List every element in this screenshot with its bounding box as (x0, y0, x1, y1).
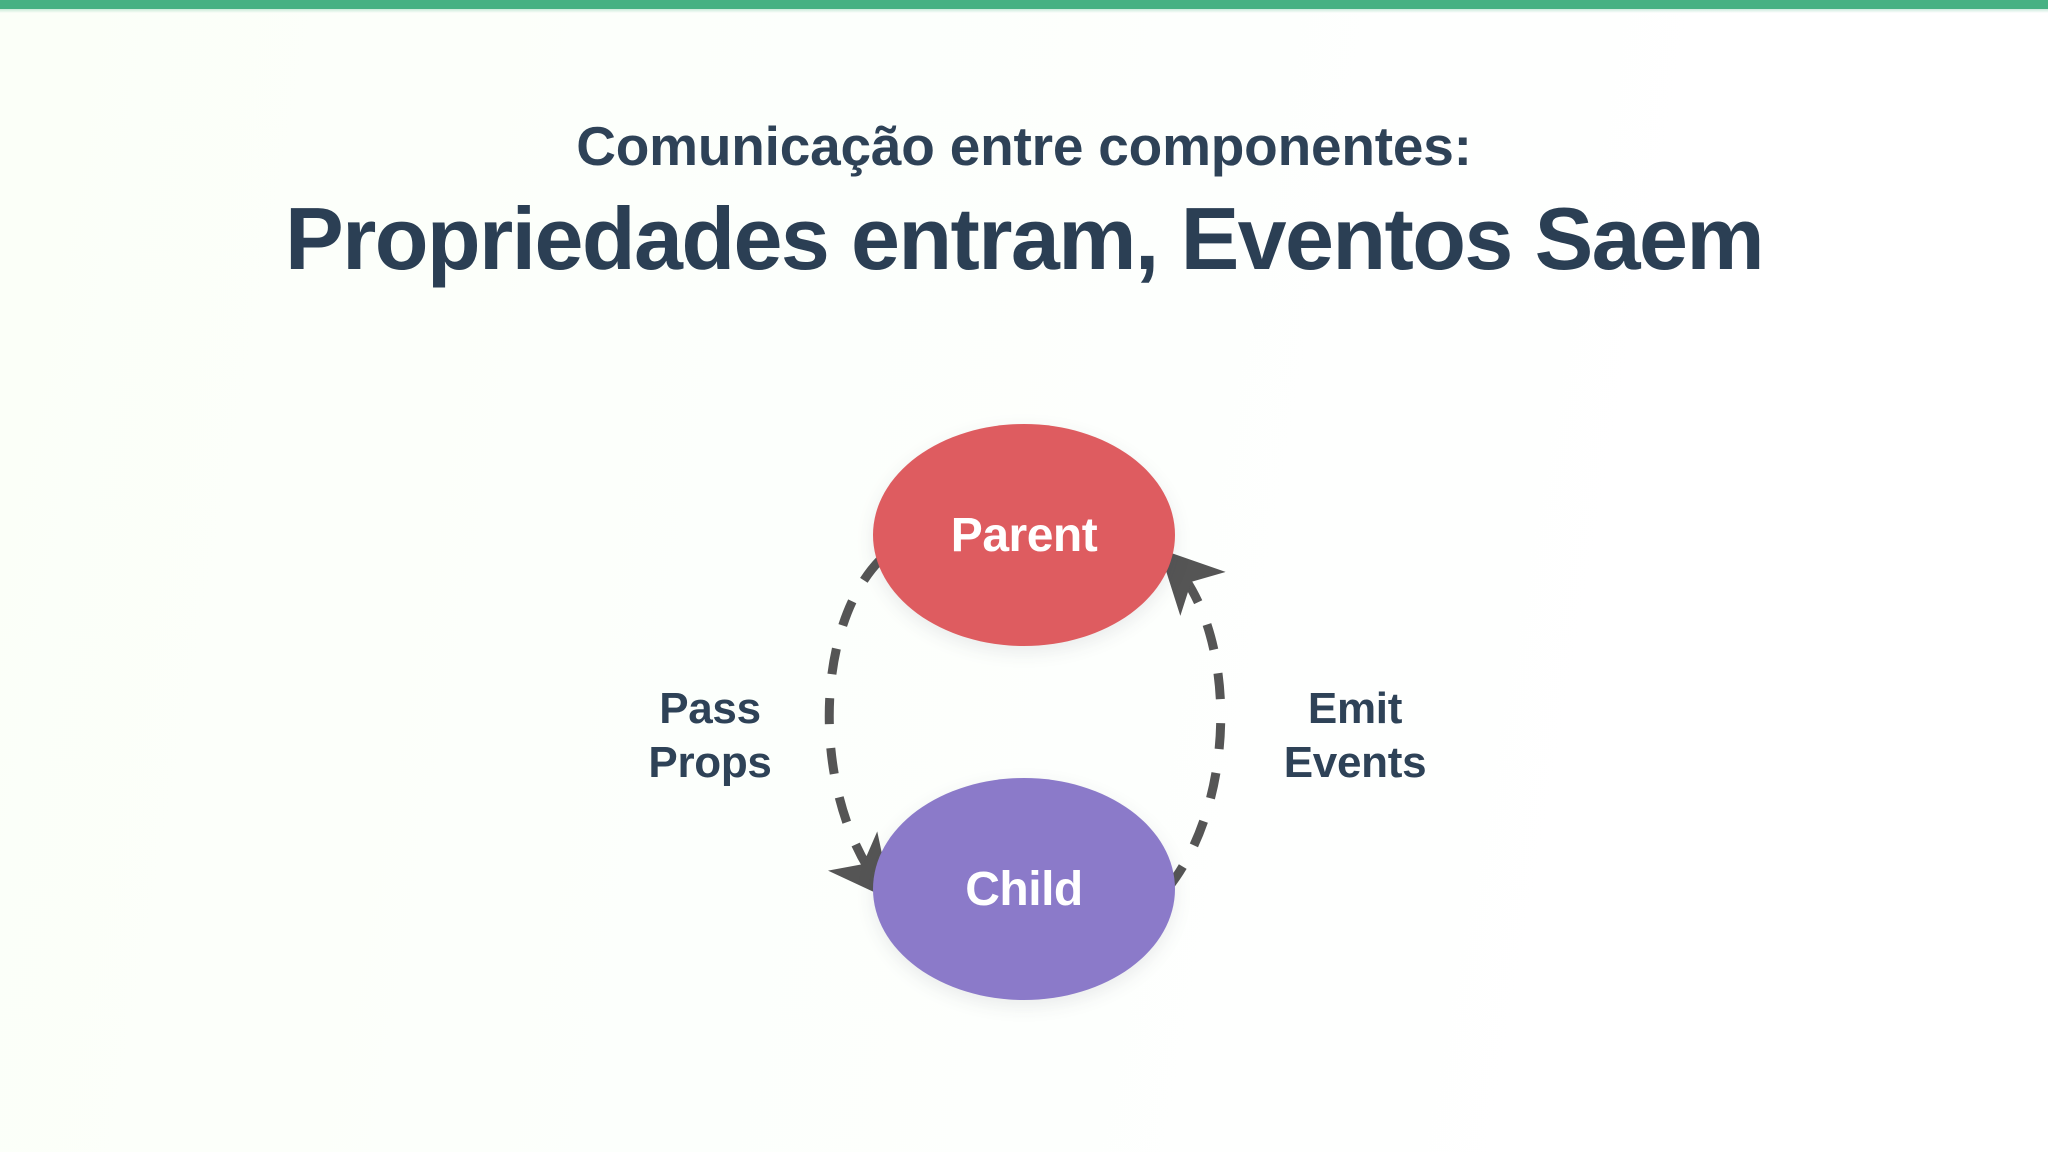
top-accent-bar (0, 0, 2048, 9)
slide-title: Propriedades entram, Eventos Saem (284, 189, 1765, 289)
node-child[interactable]: Child (873, 778, 1175, 1000)
top-accent-bar-glow (0, 9, 2048, 13)
edge-pass-props-arc (824, 556, 892, 901)
heading-block: Comunicação entre componentes: Proprieda… (0, 115, 2048, 289)
node-parent[interactable]: Parent (873, 424, 1175, 646)
slide-subtitle: Comunicação entre componentes: (576, 115, 1472, 177)
node-child-label: Child (965, 862, 1083, 916)
edge-emit-events-arc (1159, 548, 1226, 891)
edge-label-emit-events: Emit Events (1283, 684, 1427, 787)
edge-label-pass-props: Pass Props (648, 684, 772, 787)
node-parent-label: Parent (950, 508, 1098, 562)
